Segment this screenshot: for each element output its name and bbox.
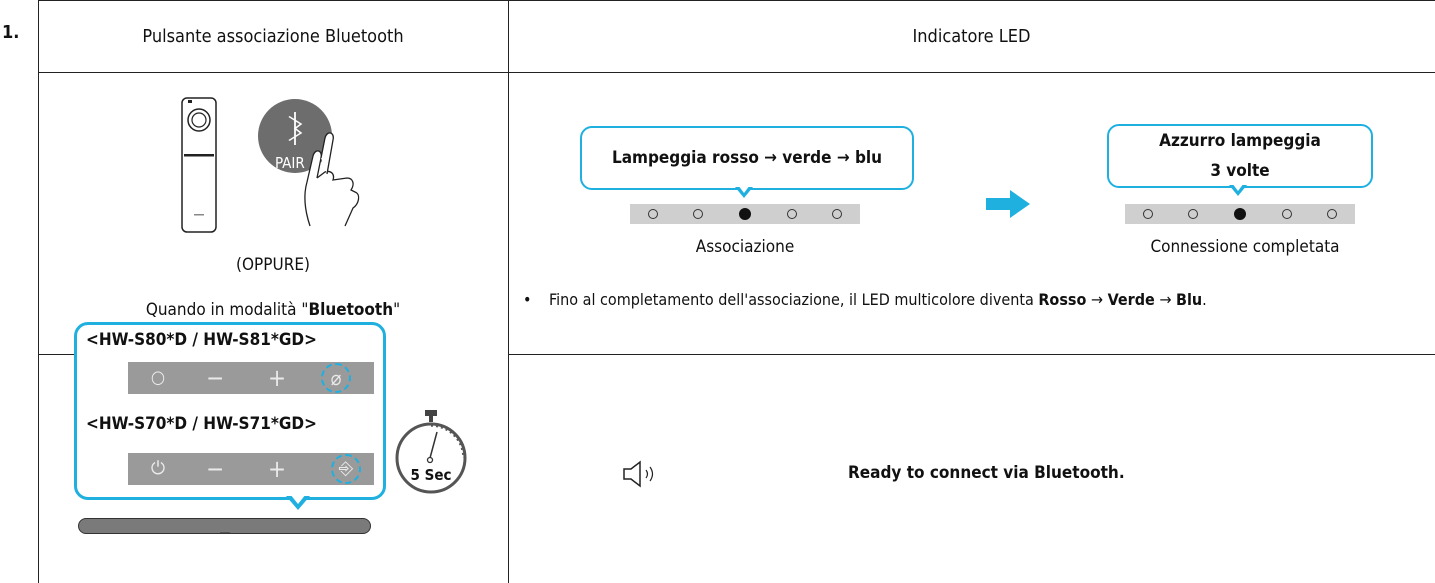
table-column-divider xyxy=(508,0,509,583)
led-dot xyxy=(832,209,843,219)
panel-pointer-inner xyxy=(290,494,306,504)
bullet: • xyxy=(523,290,532,309)
header-pairing-button: Pulsante associazione Bluetooth xyxy=(142,25,404,47)
pair-highlight-circle-b xyxy=(331,454,361,484)
pair-button-label: PAIR xyxy=(275,154,305,172)
led-dot xyxy=(1188,209,1199,219)
soundbar-illustration xyxy=(78,518,371,534)
led-dot-active xyxy=(1233,208,1246,220)
led-dot xyxy=(1142,209,1153,219)
table-header-divider xyxy=(38,72,1435,73)
mic-off-icon: ○ xyxy=(150,367,166,388)
led-dot xyxy=(1327,209,1338,219)
model-a-label: <HW-S80*D / HW-S81*GD> xyxy=(86,330,317,350)
input-source-icon: ⎆ xyxy=(338,458,354,479)
pair-button-illustration xyxy=(258,99,360,227)
led-bar-pairing xyxy=(630,204,860,224)
table-left-border xyxy=(38,0,39,583)
header-led-indicator: Indicatore LED xyxy=(912,25,1031,47)
stopwatch-label: 5 Sec xyxy=(410,466,452,484)
connected-led-bubble: Azzurro lampeggia 3 volte xyxy=(1107,124,1373,188)
step-number: 1. xyxy=(2,22,20,43)
left-row-divider xyxy=(38,354,74,355)
voice-guide-message: Ready to connect via Bluetooth. xyxy=(848,463,1125,483)
connected-caption: Connessione completata xyxy=(1150,237,1340,257)
led-dot xyxy=(786,209,797,219)
led-bar-connected xyxy=(1125,204,1355,224)
connected-bubble-line2: 3 volte xyxy=(1210,161,1270,181)
model-b-label: <HW-S70*D / HW-S71*GD> xyxy=(86,414,317,434)
bubble-pointer-inner xyxy=(1232,183,1244,191)
bluetooth-mode-text: Quando in modalità "Bluetooth" xyxy=(145,300,401,320)
or-text: (OPPURE) xyxy=(236,255,310,275)
led-color-note: •Fino al completamento dell'associazione… xyxy=(523,290,1207,309)
mode-name: Bluetooth xyxy=(308,300,394,320)
right-arrow-icon xyxy=(986,190,1030,218)
remote-control-illustration xyxy=(181,97,217,233)
led-dot xyxy=(693,209,704,219)
power-icon: ⏻ xyxy=(150,458,166,479)
stopwatch-icon xyxy=(395,410,467,494)
pair-highlight-circle-a xyxy=(321,363,351,393)
pairing-led-bubble: Lampeggia rosso → verde → blu xyxy=(580,126,914,190)
led-dot xyxy=(1281,209,1292,219)
pairing-caption: Associazione xyxy=(695,237,795,257)
volume-up-icon: + xyxy=(267,364,287,392)
volume-up-icon: + xyxy=(267,455,287,483)
led-dot-active xyxy=(738,208,751,220)
soundbar-logo xyxy=(220,532,230,533)
table-top-border xyxy=(38,0,1435,1)
right-row-divider xyxy=(508,354,1435,355)
led-dot xyxy=(647,209,658,219)
volume-down-icon: − xyxy=(205,364,225,392)
bubble-pointer-inner xyxy=(738,185,750,193)
volume-down-icon: − xyxy=(205,455,225,483)
bluetooth-pair-icon: ⌀ xyxy=(330,366,342,390)
speaker-voice-icon xyxy=(623,460,654,488)
connected-bubble-line1: Azzurro lampeggia xyxy=(1159,131,1321,151)
